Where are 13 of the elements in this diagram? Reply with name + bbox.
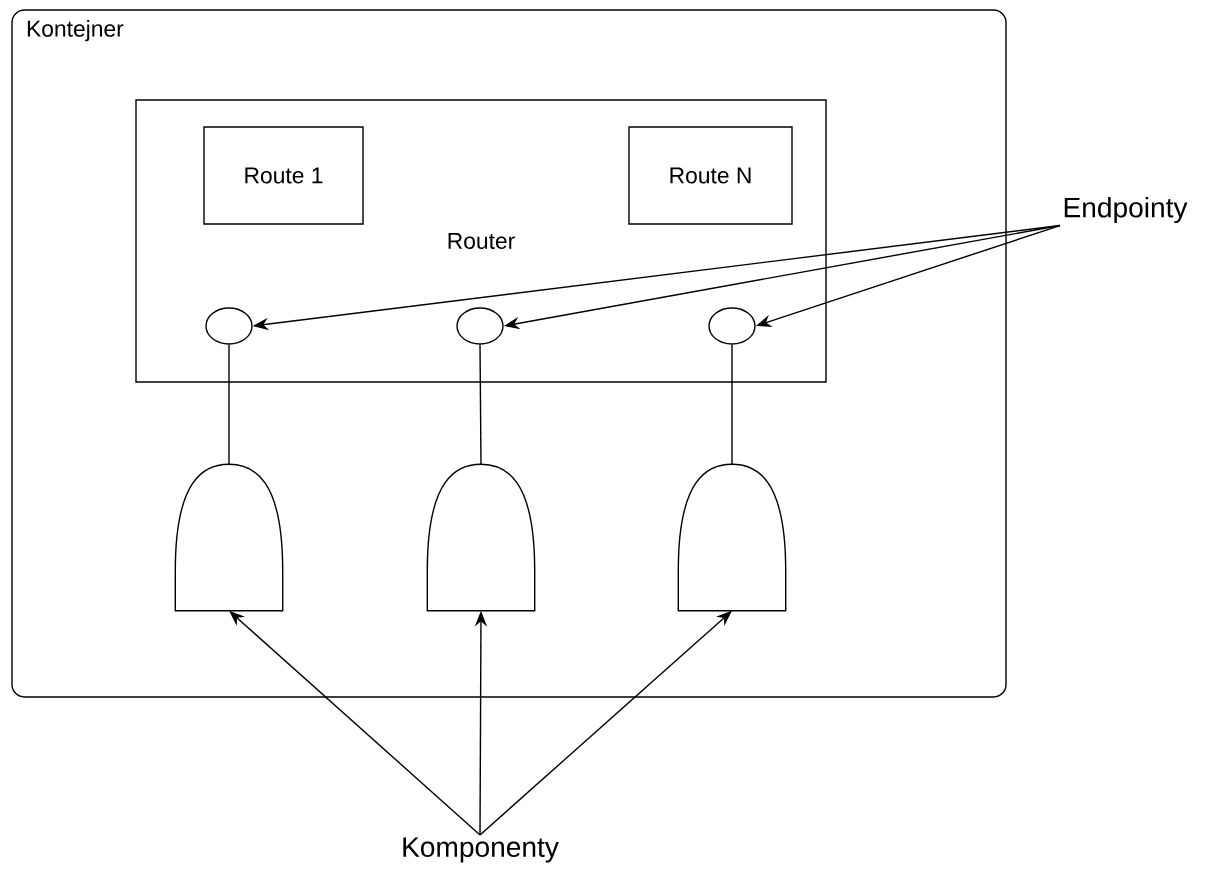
route-box: Route 1	[203, 126, 364, 225]
component-shape	[677, 463, 787, 612]
connector-line	[479, 344, 482, 465]
route-box: Route N	[628, 126, 793, 225]
connector-line	[228, 344, 230, 465]
endpoint-ellipse	[708, 307, 756, 345]
component-shape	[174, 463, 284, 612]
component-shape	[426, 463, 536, 612]
endpoint-ellipse	[456, 307, 504, 345]
callout-text: Komponenty	[403, 837, 559, 863]
callout-text: Endpointy	[1064, 196, 1188, 224]
connector-line	[731, 344, 733, 465]
endpoint-ellipse	[205, 307, 253, 345]
